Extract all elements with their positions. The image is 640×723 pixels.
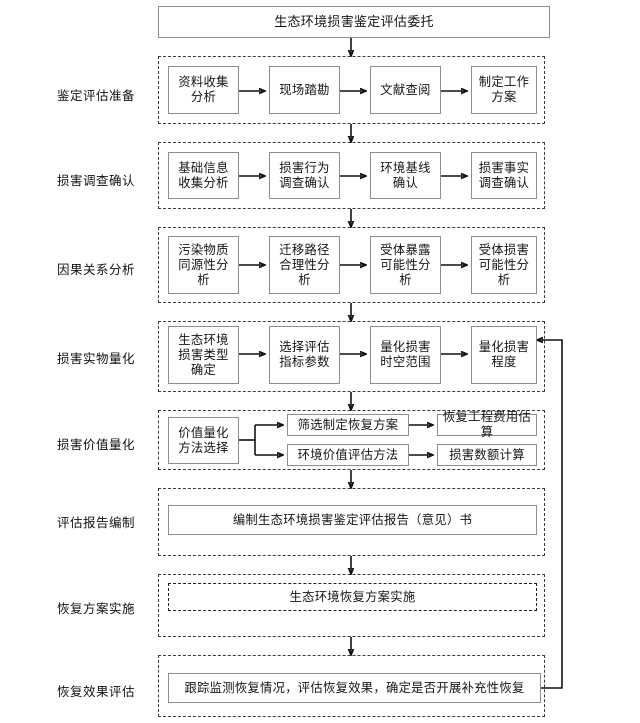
stage4-box-2[interactable]: 选择评估指标参数 (269, 326, 340, 384)
stage4-box-2-label: 选择评估指标参数 (279, 340, 330, 369)
stage-group-5 (158, 410, 545, 470)
stage5-box-restore-cost-label: 恢复工程费用估算 (442, 410, 532, 439)
stage7-box-restoration-label: 生态环境恢复方案实施 (289, 589, 416, 604)
stage-label-6: 评估报告编制 (56, 516, 135, 530)
stage-label-3: 因果关系分析 (56, 263, 135, 277)
stage1-box-4-label: 制定工作方案 (478, 75, 530, 104)
stage6-box-report-label: 编制生态环境损害鉴定评估报告（意见）书 (232, 512, 473, 527)
stage2-box-1-label: 基础信息收集分析 (178, 160, 229, 190)
stage1-box-2[interactable]: 现场踏勘 (269, 66, 340, 114)
stage2-box-3-label: 环境基线确认 (380, 160, 431, 190)
stage8-box-effect-eval[interactable]: 跟踪监测恢复情况，评估恢复效果，确定是否开展补充性恢复 (168, 673, 541, 703)
stage1-box-2-label: 现场踏勘 (279, 82, 330, 97)
stage5-box-restore-plan-label: 筛选制定恢复方案 (297, 417, 399, 432)
stage3-box-4-label: 受体损害可能性分析 (478, 242, 530, 287)
stage2-box-4[interactable]: 损害事实调查确认 (471, 152, 537, 199)
stage2-box-4-label: 损害事实调查确认 (478, 160, 530, 190)
stage4-box-1[interactable]: 生态环境损害类型确定 (168, 326, 239, 384)
stage3-box-4[interactable]: 受体损害可能性分析 (471, 236, 537, 294)
commission-title-box: 生态环境损害鉴定评估委托 (158, 6, 550, 38)
stage1-box-1[interactable]: 资料收集分析 (168, 66, 239, 114)
stage-label-1: 鉴定评估准备 (56, 89, 135, 103)
stage-label-7: 恢复方案实施 (56, 602, 135, 616)
stage3-box-1-label: 污染物质同源性分析 (178, 242, 229, 287)
stage7-box-restoration[interactable]: 生态环境恢复方案实施 (168, 583, 537, 611)
stage3-box-1[interactable]: 污染物质同源性分析 (168, 236, 239, 294)
stage3-box-2-label: 迁移路径合理性分析 (279, 242, 330, 287)
stage5-box-damage-amount-label: 损害数额计算 (449, 447, 525, 462)
stage-label-8: 恢复效果评估 (56, 685, 135, 699)
stage5-box-restore-plan[interactable]: 筛选制定恢复方案 (287, 414, 409, 436)
stage4-box-4-label: 量化损害程度 (478, 340, 530, 369)
stage4-box-3[interactable]: 量化损害时空范围 (370, 326, 441, 384)
stage8-box-effect-eval-label: 跟踪监测恢复情况，评估恢复效果，确定是否开展补充性恢复 (184, 680, 525, 695)
stage-label-5: 损害价值量化 (56, 438, 135, 452)
stage-group-7 (158, 574, 545, 637)
stage-group-1 (158, 56, 545, 124)
stage6-box-report[interactable]: 编制生态环境损害鉴定评估报告（意见）书 (168, 505, 537, 535)
stage1-box-3[interactable]: 文献查阅 (370, 66, 441, 114)
stage5-box-method-select-label: 价值量化方法选择 (178, 425, 229, 455)
stage2-box-1[interactable]: 基础信息收集分析 (168, 152, 239, 199)
stage3-box-3-label: 受体暴露可能性分析 (380, 242, 431, 287)
stage4-box-1-label: 生态环境损害类型确定 (178, 332, 229, 377)
stage-group-2 (158, 142, 545, 209)
stage1-box-3-label: 文献查阅 (380, 82, 431, 97)
stage4-box-4[interactable]: 量化损害程度 (471, 326, 537, 384)
stage-group-8 (158, 655, 545, 717)
stage5-box-damage-amount[interactable]: 损害数额计算 (437, 444, 537, 466)
stage5-box-env-value-method[interactable]: 环境价值评估方法 (287, 444, 409, 466)
stage4-box-3-label: 量化损害时空范围 (380, 340, 431, 369)
stage5-box-env-value-method-label: 环境价值评估方法 (297, 447, 399, 462)
stage-label-2: 损害调查确认 (56, 174, 135, 188)
stage2-box-3[interactable]: 环境基线确认 (370, 152, 441, 199)
stage-group-4 (158, 321, 545, 392)
stage3-box-2[interactable]: 迁移路径合理性分析 (269, 236, 340, 294)
stage1-box-4[interactable]: 制定工作方案 (471, 66, 537, 114)
stage-group-6 (158, 488, 545, 556)
stage2-box-2[interactable]: 损害行为调查确认 (269, 152, 340, 199)
commission-title-text: 生态环境损害鉴定评估委托 (274, 14, 434, 30)
stage-label-4: 损害实物量化 (56, 352, 135, 366)
stage5-box-method-select[interactable]: 价值量化方法选择 (168, 417, 239, 464)
stage3-box-3[interactable]: 受体暴露可能性分析 (370, 236, 441, 294)
stage1-box-1-label: 资料收集分析 (178, 75, 229, 104)
stage5-box-restore-cost[interactable]: 恢复工程费用估算 (437, 410, 537, 439)
stage2-box-2-label: 损害行为调查确认 (279, 160, 330, 190)
stage-group-3 (158, 227, 545, 303)
